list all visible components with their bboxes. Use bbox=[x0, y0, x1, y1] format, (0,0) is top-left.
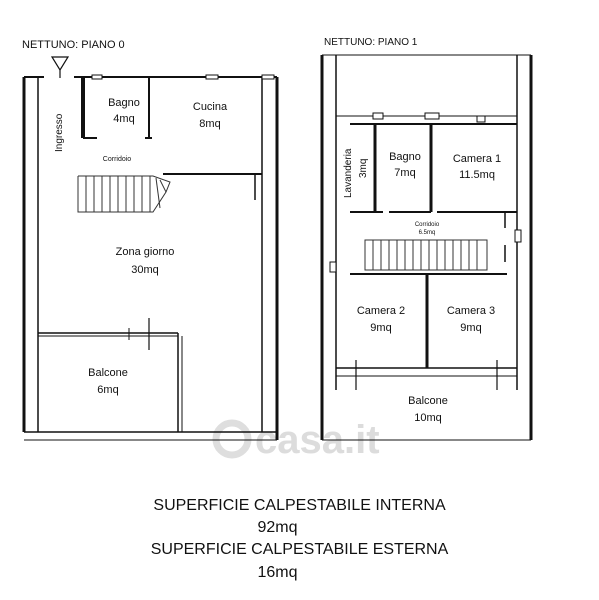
bagno1-name: Bagno bbox=[389, 151, 421, 163]
lavanderia-area: 3mq bbox=[358, 159, 369, 178]
bagno1-area: 7mq bbox=[394, 167, 415, 179]
balcone0-name: Balcone bbox=[88, 367, 128, 379]
summary-interna-value: 92mq bbox=[257, 519, 298, 536]
bagno0-name: Bagno bbox=[108, 97, 140, 109]
floor0-walls bbox=[22, 74, 279, 441]
balcone1-name: Balcone bbox=[408, 395, 448, 407]
camera3-area: 9mq bbox=[460, 322, 481, 334]
floor0-staircase bbox=[77, 175, 171, 213]
camera1-name: Camera 1 bbox=[453, 153, 501, 165]
floor1-title: NETTUNO: PIANO 1 bbox=[324, 37, 418, 48]
summary-esterna-value: 16mq bbox=[257, 564, 298, 581]
zona-giorno-area: 30mq bbox=[131, 264, 159, 276]
cucina-name: Cucina bbox=[193, 101, 228, 113]
camera2-name: Camera 2 bbox=[357, 305, 405, 317]
floor1-staircase bbox=[364, 239, 488, 271]
corridoio1-area: 6.5mq bbox=[419, 230, 436, 236]
bagno0-area: 4mq bbox=[113, 113, 134, 125]
floor1-walls bbox=[320, 54, 533, 441]
ingresso-label: Ingresso bbox=[54, 113, 65, 152]
cucina-area: 8mq bbox=[199, 118, 220, 130]
camera2-area: 9mq bbox=[370, 322, 391, 334]
lavanderia-name: Lavanderia bbox=[343, 148, 354, 198]
corridoio0-name: Corridoio bbox=[103, 156, 132, 163]
camera3-name: Camera 3 bbox=[447, 305, 495, 317]
camera1-area: 11.5mq bbox=[459, 169, 495, 181]
zona-giorno-name: Zona giorno bbox=[116, 246, 175, 258]
summary-interna-label: SUPERFICIE CALPESTABILE INTERNA bbox=[153, 497, 446, 514]
balcone1-area: 10mq bbox=[414, 412, 442, 424]
summary-esterna-label: SUPERFICIE CALPESTABILE ESTERNA bbox=[150, 541, 449, 558]
floor0-title: NETTUNO: PIANO 0 bbox=[22, 39, 125, 51]
corridoio1-name: Corridoio bbox=[415, 222, 440, 228]
balcone0-area: 6mq bbox=[97, 384, 118, 396]
entrance-triangle-icon bbox=[50, 56, 70, 78]
